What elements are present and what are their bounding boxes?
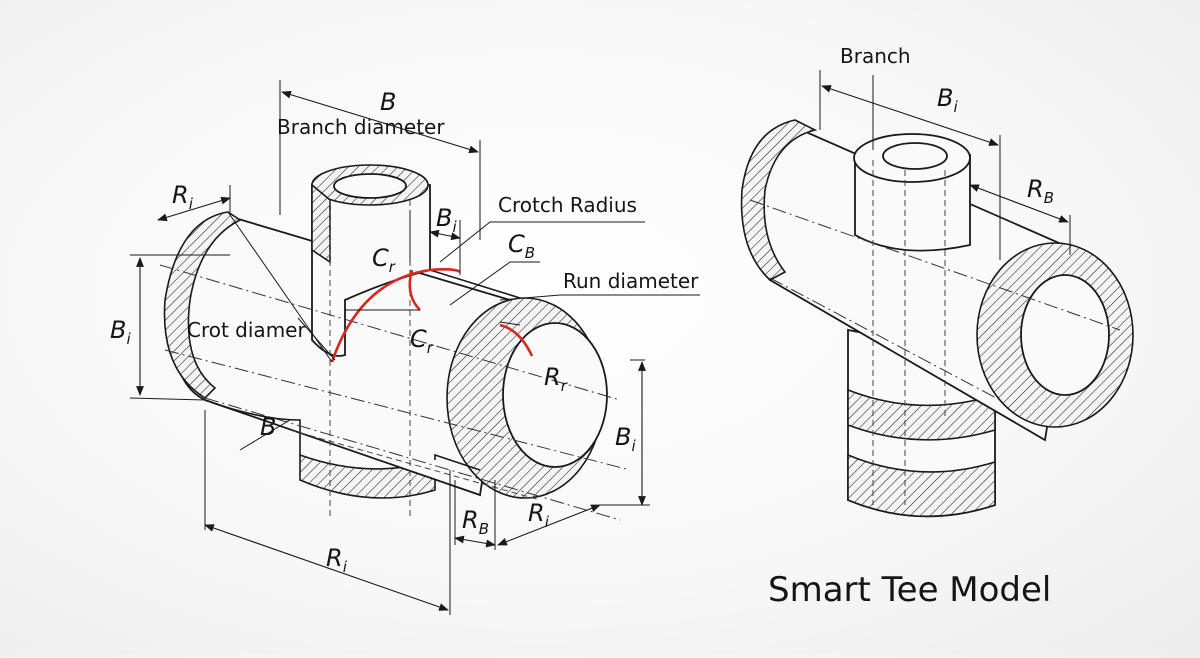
label-rb-right: RB (1027, 175, 1054, 207)
left-bottom-stub (299, 453, 436, 499)
label-cb: CB (508, 230, 535, 262)
label-bi-right: Bi (615, 423, 636, 455)
svg-text:Rr: Rr (544, 363, 568, 395)
left-tee (159, 164, 631, 521)
right-tee (740, 119, 1134, 518)
label-crot-diamer: Crot diamer (187, 318, 306, 342)
svg-text:Bi: Bi (615, 423, 636, 455)
label-branch: Branch (840, 44, 911, 68)
label-rb-bottom: RB (462, 506, 489, 538)
label-rr: Rr (544, 363, 568, 395)
left-run-bore (502, 322, 608, 468)
svg-text:RB: RB (462, 506, 489, 538)
diagram-title: Smart Tee Model (768, 570, 1051, 610)
label-bi-left: Bi (110, 316, 131, 348)
right-branch-bore (882, 142, 948, 170)
left-run-end-left (163, 211, 242, 400)
right-leg-band-lower (847, 453, 996, 518)
svg-text:CB: CB (508, 230, 535, 262)
label-bi-top-right: Bi (937, 84, 958, 116)
crotch-curve-side (408, 269, 421, 311)
left-dimensions (129, 80, 700, 615)
label-branch-diameter: Branch diameter (277, 115, 445, 139)
label-cr-lower: Cr (410, 325, 434, 357)
svg-text:Bi: Bi (937, 84, 958, 116)
svg-text:Bi: Bi (436, 204, 457, 236)
crotch-curve-end (499, 323, 534, 357)
label-ri-left: Ri (172, 181, 194, 213)
label-ri-bottom-right: Ri (528, 499, 550, 531)
svg-text:Cr: Cr (410, 325, 434, 357)
svg-text:Ri: Ri (326, 544, 348, 576)
right-dimensions (819, 70, 1071, 260)
svg-text:Ri: Ri (528, 499, 550, 531)
svg-text:RB: RB (1027, 175, 1054, 207)
right-run-bore (1020, 274, 1110, 396)
svg-text:Bi: Bi (110, 316, 131, 348)
label-crotch-radius: Crotch Radius (498, 193, 637, 217)
left-branch-bore (333, 173, 407, 199)
crotch-curve-main (330, 268, 461, 363)
label-bi-small: Bi (436, 204, 457, 236)
svg-text:Ri: Ri (172, 181, 194, 213)
label-b-low: B (260, 413, 276, 441)
label-run-diameter: Run diameter (563, 269, 699, 293)
label-b-top: B (380, 88, 396, 116)
svg-text:Cr: Cr (372, 244, 396, 276)
label-cr-upper: Cr (372, 244, 396, 276)
right-run-end-left (740, 119, 818, 281)
label-ri-bottom: Ri (326, 544, 348, 576)
right-leg-band-upper (847, 388, 996, 441)
